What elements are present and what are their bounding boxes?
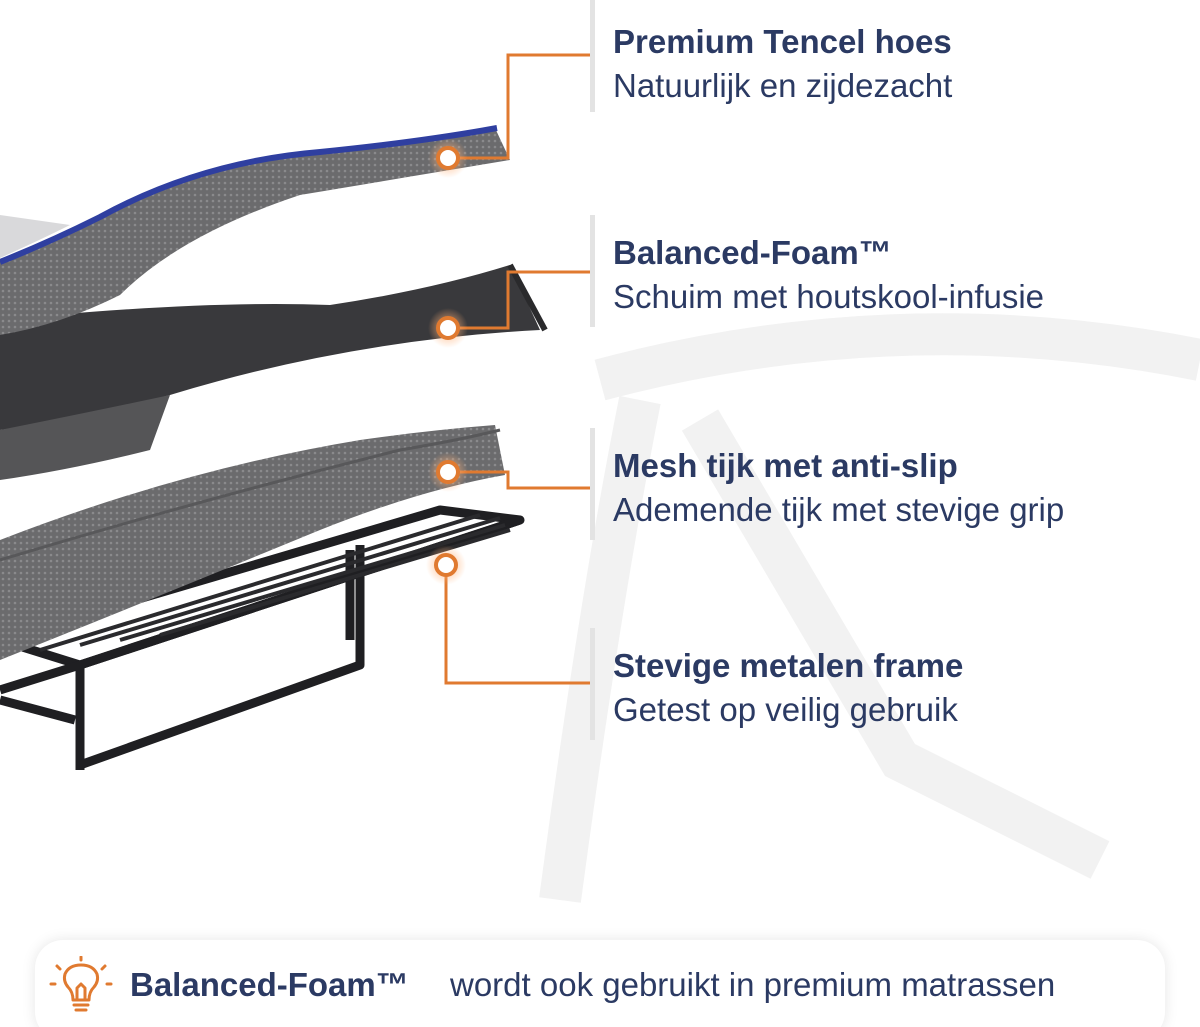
- lightbulb-icon: [49, 956, 113, 1012]
- feature-subtitle: Getest op veilig gebruik: [613, 691, 958, 728]
- metal-frame: [0, 505, 525, 770]
- tencel-edge: [0, 125, 498, 265]
- background-watermark: [539, 313, 1200, 903]
- feature-cover: Premium Tencel hoes Natuurlijk en zijdez…: [590, 0, 1190, 112]
- middle-layer: [0, 265, 540, 430]
- top-layer: [0, 128, 510, 335]
- feature-foam: Balanced-Foam™ Schuim met houtskool-infu…: [590, 215, 1190, 327]
- feature-title: Mesh tijk met anti-slip: [613, 447, 958, 484]
- feature-frame: Stevige metalen frame Getest op veilig g…: [590, 628, 1190, 740]
- feature-mesh: Mesh tijk met anti-slip Ademende tijk me…: [590, 428, 1190, 540]
- feature-title: Balanced-Foam™: [613, 234, 892, 271]
- feature-title: Premium Tencel hoes: [613, 23, 952, 60]
- hotspot-dots: [426, 138, 468, 585]
- bottom-layer: [0, 425, 505, 660]
- feature-subtitle: Ademende tijk met stevige grip: [613, 491, 1065, 528]
- feature-subtitle: Schuim met houtskool-infusie: [613, 278, 1045, 315]
- info-banner: Balanced-Foam™ wordt ook gebruikt in pre…: [35, 940, 1165, 1027]
- banner-highlight: Balanced-Foam™: [130, 966, 409, 1003]
- feature-subtitle: Natuurlijk en zijdezacht: [613, 67, 953, 104]
- banner-text: wordt ook gebruikt in premium matrassen: [450, 966, 1056, 1003]
- feature-title: Stevige metalen frame: [613, 647, 964, 684]
